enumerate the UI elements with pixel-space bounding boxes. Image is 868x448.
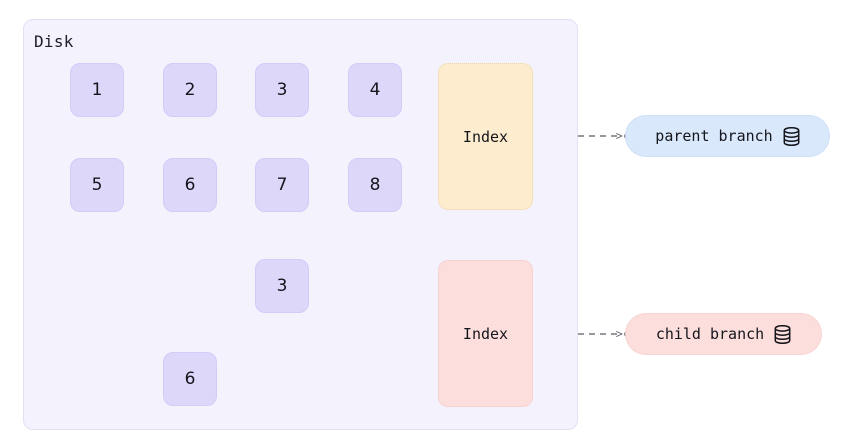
page-node-8[interactable]: 8 xyxy=(348,158,402,212)
page-node-6-copy[interactable]: 6 xyxy=(163,352,217,406)
page-node-2[interactable]: 2 xyxy=(163,63,217,117)
page-node-1[interactable]: 1 xyxy=(70,63,124,117)
database-icon xyxy=(783,126,800,146)
disk-label: Disk xyxy=(34,32,74,51)
database-icon xyxy=(774,324,791,344)
page-node-3[interactable]: 3 xyxy=(255,63,309,117)
parent-branch-pill[interactable]: parent branch xyxy=(625,115,830,157)
page-node-5[interactable]: 5 xyxy=(70,158,124,212)
page-node-4[interactable]: 4 xyxy=(348,63,402,117)
page-node-3-copy[interactable]: 3 xyxy=(255,259,309,313)
child-branch-label: child branch xyxy=(655,325,765,343)
parent-branch-label: parent branch xyxy=(655,127,773,145)
child-index-box[interactable]: Index xyxy=(438,260,533,407)
page-node-6[interactable]: 6 xyxy=(163,158,217,212)
page-node-7[interactable]: 7 xyxy=(255,158,309,212)
parent-index-box[interactable]: Index xyxy=(438,63,533,210)
child-branch-pill[interactable]: child branch xyxy=(625,313,822,355)
